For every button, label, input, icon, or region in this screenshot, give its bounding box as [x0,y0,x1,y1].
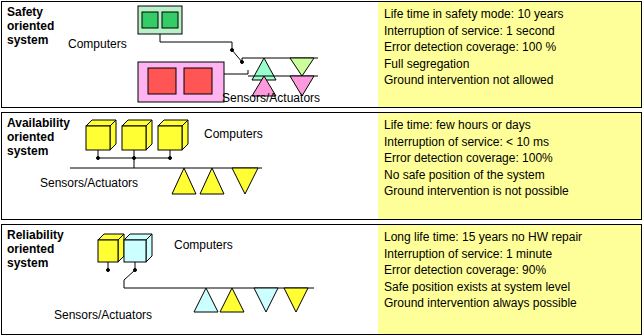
computer [142,12,158,28]
sensor [172,168,196,194]
switch [232,50,242,62]
panel-title: Reliability oriented system [7,228,71,270]
switch [124,270,135,280]
property-text: Error detection coverage: 100% [384,150,635,167]
sensor [194,288,218,312]
property-text: Ground intervention is not possible [384,183,635,200]
computer [162,12,178,28]
io-label: Sensors/Actuators [222,91,320,105]
panel-title: Safety oriented system [7,5,71,47]
property-text: Long life time: 15 years no HW repair [384,229,635,246]
property-text: Life time: few hours or days [384,117,635,134]
property-text: No safe position of the system [384,167,635,184]
panel-title: Availability oriented system [7,116,71,158]
property-text: Error detection coverage: 90% [384,262,635,279]
computer-label: Computers [204,127,263,141]
property-text: Ground intervention always possible [384,295,635,312]
property-text: Interruption of service: < 10 ms [384,134,635,151]
computer-housing [138,6,182,34]
computer-label: Computers [174,238,233,252]
io-label: Sensors/Actuators [54,308,152,322]
property-text: Life time in safety mode: 10 years [384,6,635,23]
wire [224,70,248,74]
computer [184,68,212,94]
system-panel: Availability oriented system Life time: f… [1,112,642,220]
sensor [200,168,224,194]
computer [148,68,176,94]
system-panel: Safety oriented system Life time in safet… [1,1,642,108]
actuator [284,288,308,312]
property-text: Interruption of service: 1 minute [384,246,635,263]
computer [86,120,188,150]
actuator [232,168,258,194]
sensor [220,288,244,312]
wire [160,34,232,50]
actuator [290,58,314,76]
io-label: Sensors/Actuators [40,176,138,190]
computer [124,234,152,262]
property-text: Safe position exists at system level [384,279,635,296]
property-box: Life time: few hours or daysInterruption… [378,113,641,219]
property-text: Error detection coverage: 100 % [384,39,635,56]
computer-label: Computers [68,37,127,51]
property-text: Interruption of service: 1 second [384,23,635,40]
property-box: Long life time: 15 years no HW repairInt… [378,225,641,334]
computer [98,234,124,262]
computer-housing [138,62,224,102]
property-text: Ground intervention not allowed [384,72,635,89]
property-text: Full segregation [384,56,635,73]
property-box: Life time in safety mode: 10 yearsInterr… [378,2,641,107]
actuator [254,288,278,312]
